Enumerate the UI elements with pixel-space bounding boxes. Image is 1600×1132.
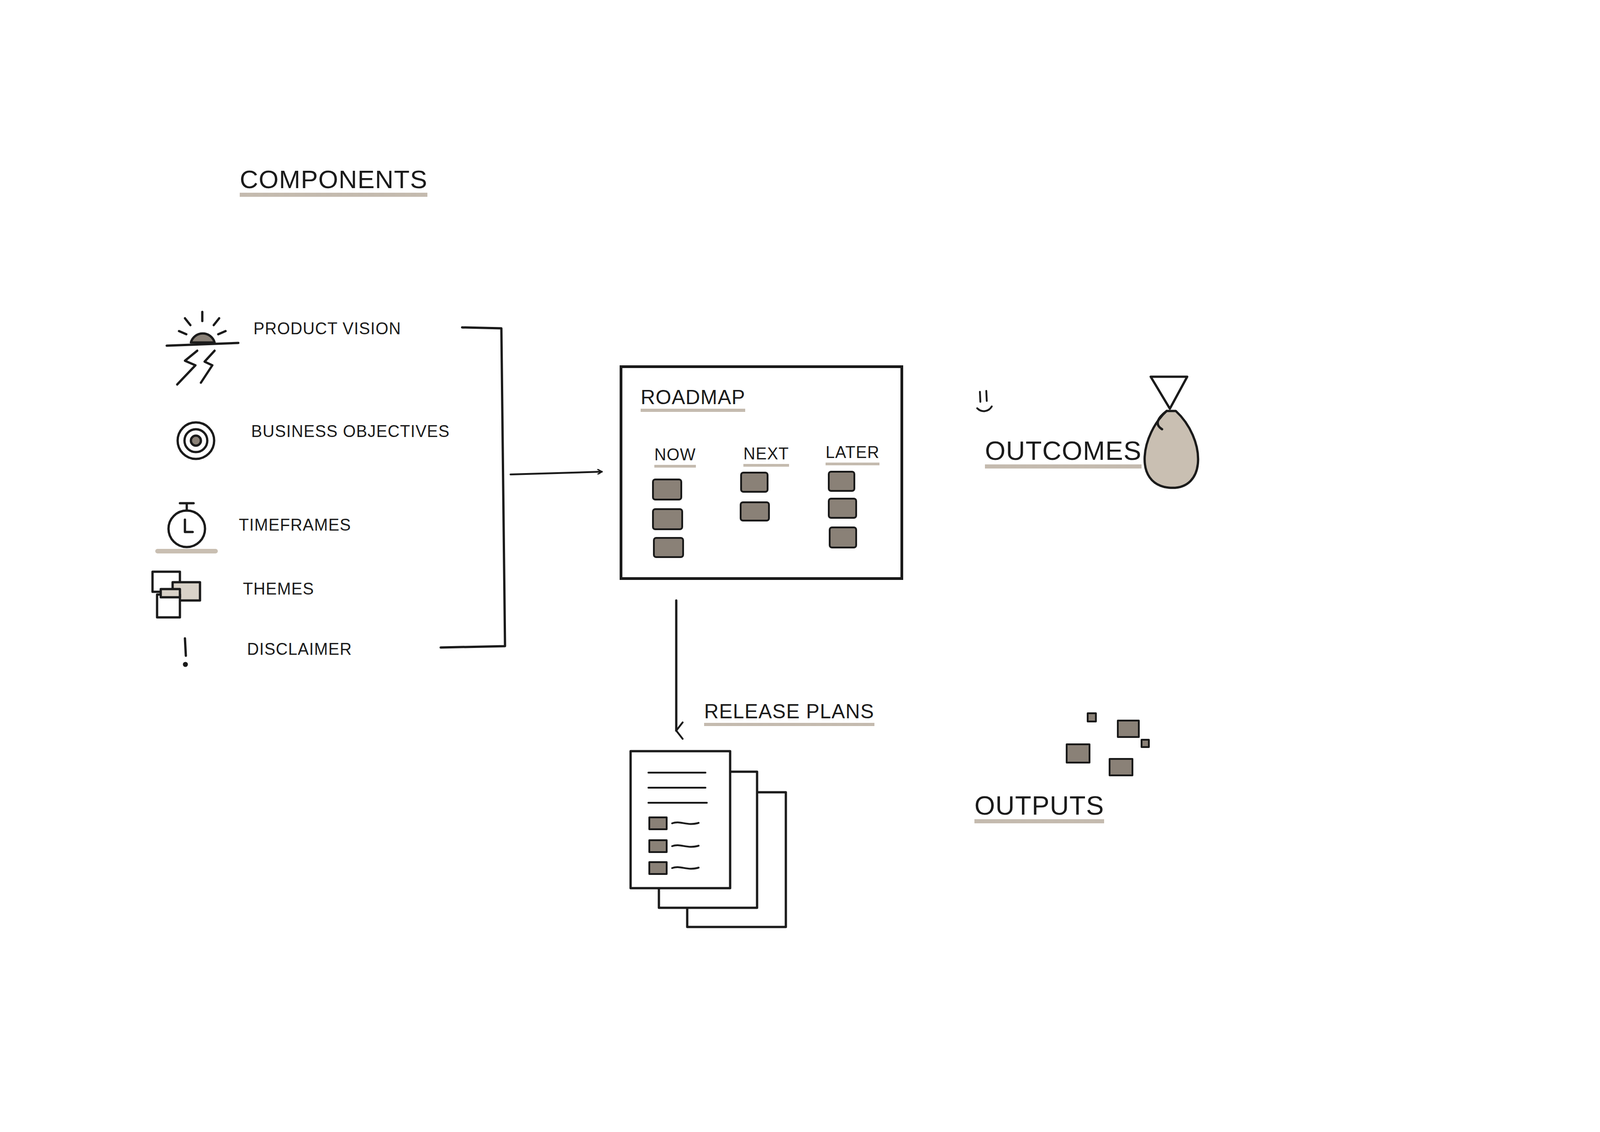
component-label: DISCLAIMER [247,640,353,659]
column-label: LATER [825,443,880,467]
roadmap-cards [652,471,857,558]
release-plans-node: RELEASE PLANS [630,730,786,927]
target-icon [177,422,215,459]
merge-arrow [510,471,602,475]
title: COMPONENTS [239,165,428,199]
documents-icon [630,751,786,927]
component-label: TIMEFRAMES [238,515,352,535]
node-heading: RELEASE PLANS [704,700,875,727]
vision-icon [166,311,239,385]
outcomes-label: OUTCOMES [984,436,1142,470]
outputs-label: OUTPUTS [974,790,1105,825]
themes-icon [152,571,200,618]
component-label: BUSINESS OBJECTIVES [251,422,450,441]
roadmap-box: ROADMAP NOW NEXT LATER [619,365,904,580]
column-label: NEXT [743,444,790,468]
exclamation-icon [184,638,187,666]
column-label: NOW [654,445,696,469]
bracket [440,327,506,648]
bag-icon [1144,376,1199,488]
smile-marks [977,390,992,411]
component-label: PRODUCT VISION [253,319,401,338]
stopwatch-icon [157,503,216,552]
component-label: THEMES [242,579,315,599]
node-heading: ROADMAP [640,386,746,413]
output-squares [1066,713,1149,776]
connector-arrow [675,600,678,731]
